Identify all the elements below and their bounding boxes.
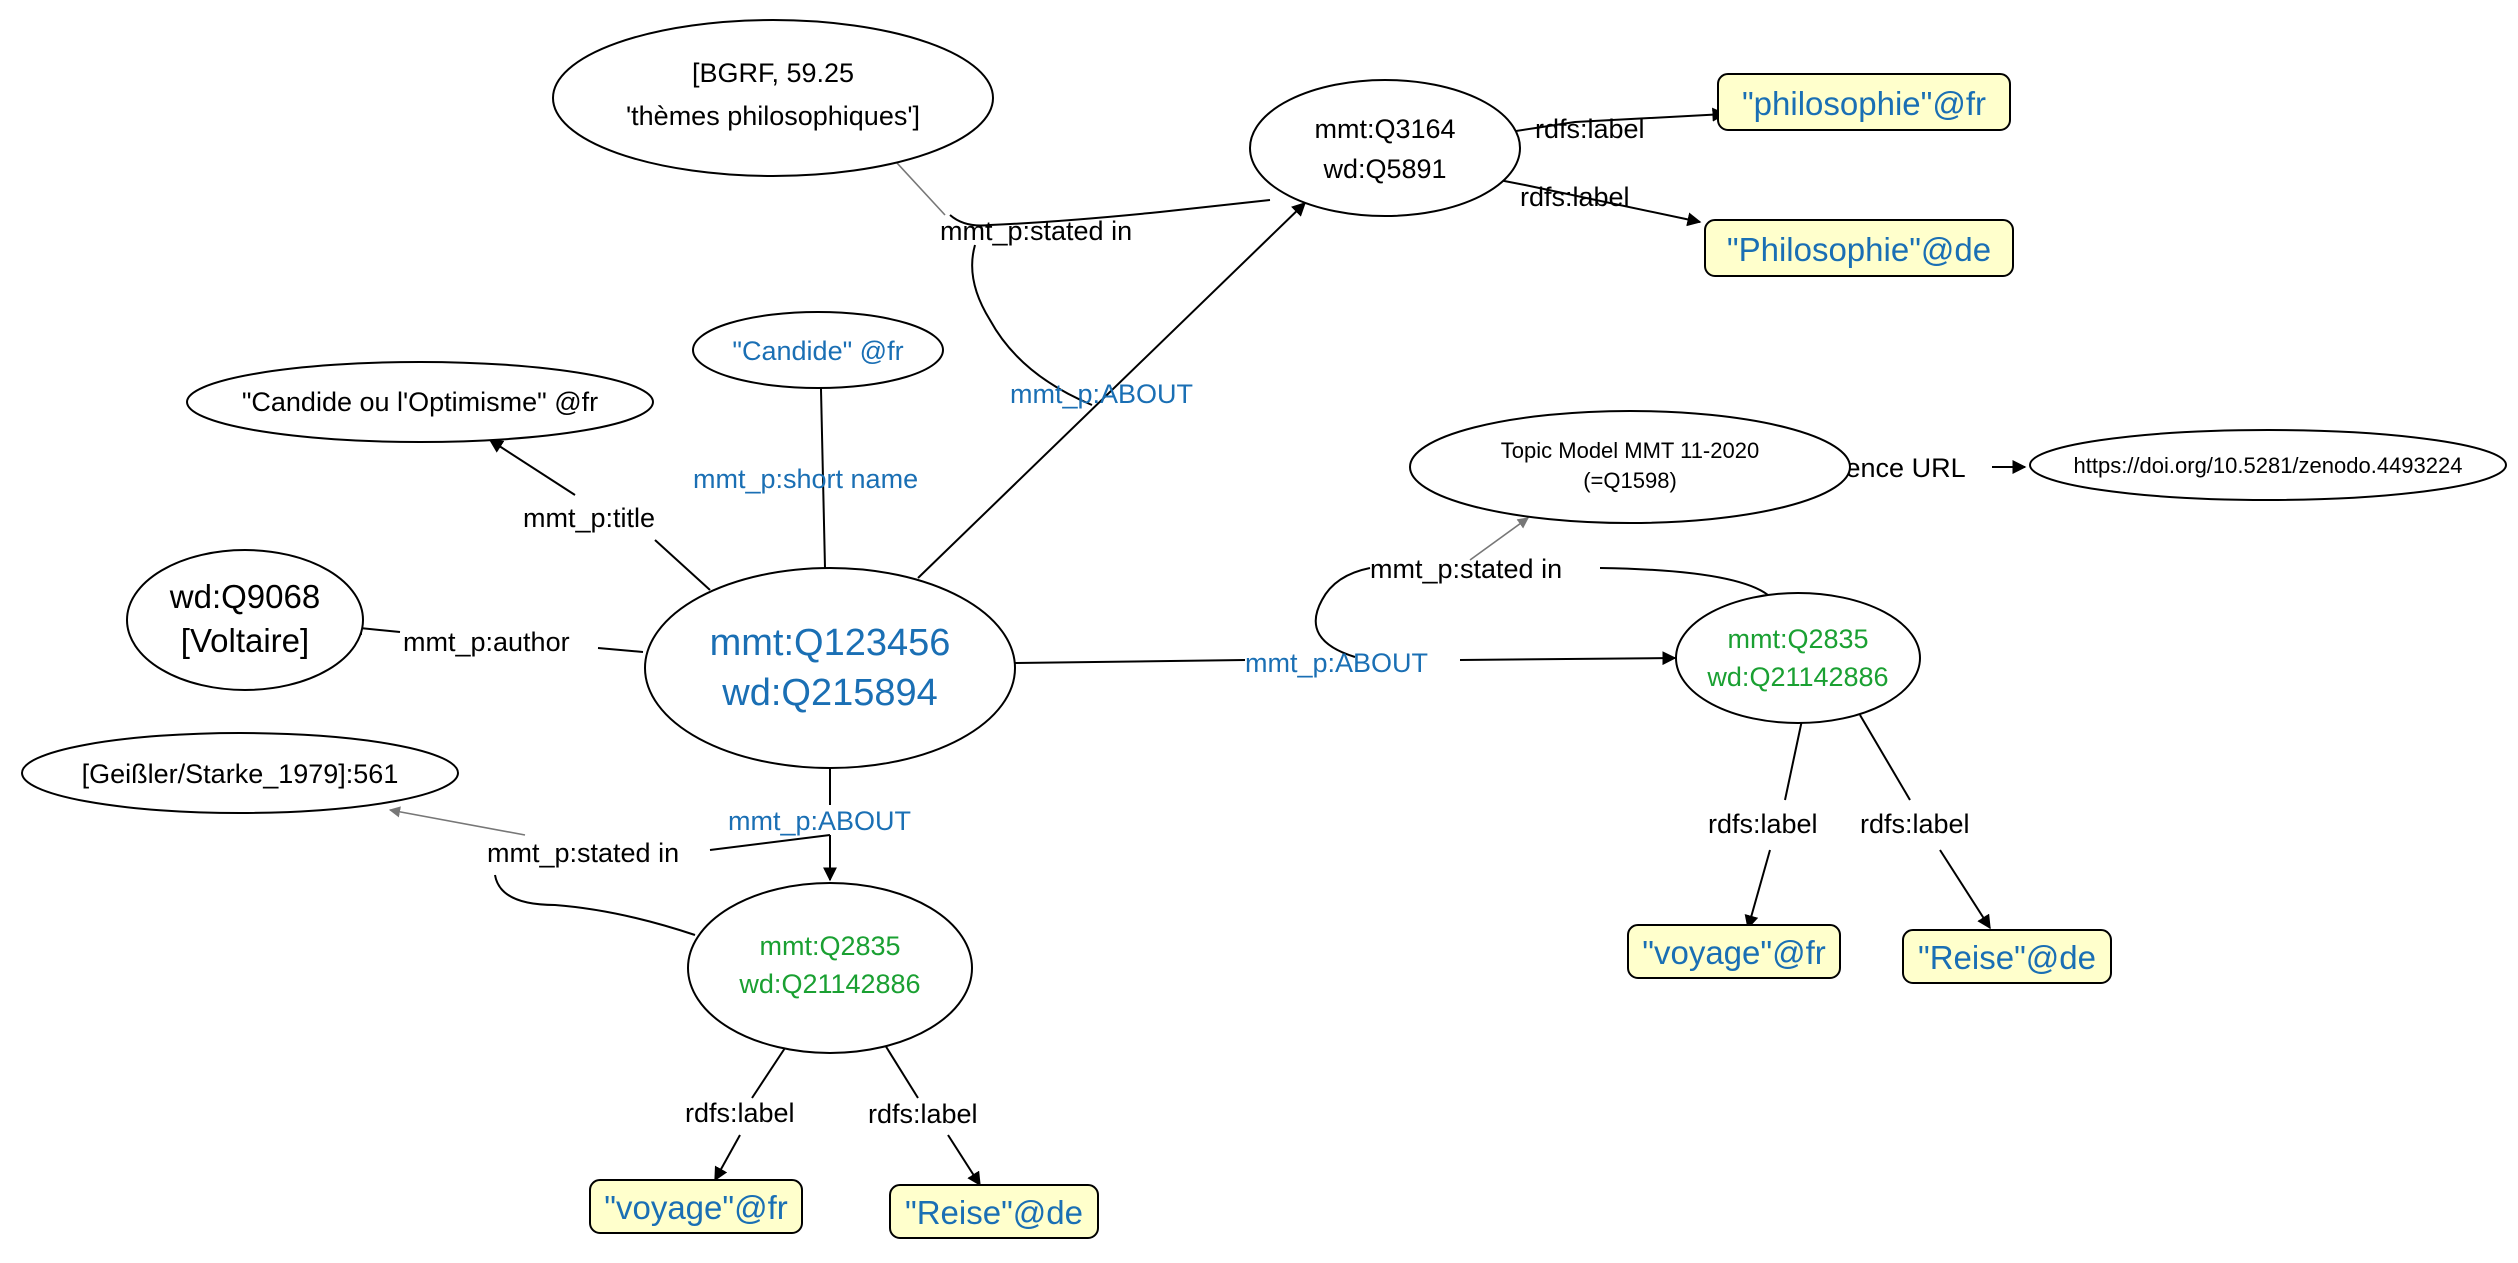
node-philo-de: "Philosophie"@de [1704, 219, 2014, 277]
edge-label-short-name: mmt_p:short name [693, 464, 918, 494]
node-voltaire: wd:Q9068 [Voltaire] [126, 549, 364, 691]
edge-label-about-top: mmt_p:ABOUT [1010, 379, 1193, 409]
node-topic-model: Topic Model MMT 11-2020 (=Q1598) [1409, 410, 1851, 524]
edge-label-rdfs-label-right-de: rdfs:label [1860, 809, 1970, 839]
svg-text:wd:Q5891: wd:Q5891 [1322, 154, 1446, 184]
edge-stated-in-right-loop [1314, 567, 1371, 658]
edge-label-stated-in-right: mmt_p:stated in [1370, 554, 1562, 584]
svg-text:"voyage"@fr: "voyage"@fr [1642, 934, 1826, 971]
node-geissler: [Geißler/Starke_1979]:561 [21, 732, 459, 814]
edges [348, 107, 2027, 1187]
svg-text:[Voltaire]: [Voltaire] [181, 622, 309, 659]
node-candide-title: "Candide ou l'Optimisme" @fr [186, 361, 654, 443]
node-q3164: mmt:Q3164 wd:Q5891 [1249, 79, 1521, 217]
svg-text:[BGRF, 59.25: [BGRF, 59.25 [692, 58, 854, 88]
edge-stated-in-right [1599, 567, 1769, 596]
edge-rdfs-label-bottom-de-2 [947, 1134, 981, 1187]
edge-label-about-bottom: mmt_p:ABOUT [728, 806, 911, 836]
svg-text:"Philosophie"@de: "Philosophie"@de [1727, 231, 1991, 268]
node-voyage-fr-right: "voyage"@fr [1627, 924, 1841, 979]
svg-text:"Reise"@de: "Reise"@de [1918, 939, 2096, 976]
edge-labels: rdfs:label rdfs:label mmt_p:stated in mm… [403, 114, 1970, 1129]
edge-label-rdfs-label-philo-de: rdfs:label [1520, 182, 1630, 212]
edge-label-author: mmt_p:author [403, 627, 570, 657]
node-q2835-right: mmt:Q2835 wd:Q21142886 [1675, 592, 1921, 724]
edge-label-stated-in-bottom: mmt_p:stated in [487, 838, 679, 868]
svg-text:https://doi.org/10.5281/zenodo: https://doi.org/10.5281/zenodo.4493224 [2074, 453, 2463, 478]
edge-stated-in-bottom-to-geissler [388, 806, 526, 836]
edge-rdfs-label-right-fr-2 [1744, 849, 1771, 930]
edge-label-stated-in-top: mmt_p:stated in [940, 216, 1132, 246]
edge-label-rdfs-label-bottom-de: rdfs:label [868, 1099, 978, 1129]
edge-rdfs-label-right-de [1859, 714, 1911, 801]
svg-text:Topic Model MMT 11-2020: Topic Model MMT 11-2020 [1501, 438, 1759, 463]
svg-text:wd:Q215894: wd:Q215894 [721, 672, 938, 714]
edge-stated-in-top [949, 199, 1271, 227]
edge-title [654, 539, 711, 591]
edge-label-rdfs-label-bottom-fr: rdfs:label [685, 1098, 795, 1128]
edge-stated-in-right-to-topic [1469, 517, 1529, 561]
node-main: mmt:Q123456 wd:Q215894 [644, 567, 1016, 769]
svg-text:mmt:Q123456: mmt:Q123456 [710, 622, 951, 664]
svg-text:mmt:Q3164: mmt:Q3164 [1314, 114, 1455, 144]
svg-text:'thèmes philosophiques']: 'thèmes philosophiques'] [626, 101, 920, 131]
svg-text:"Candide" @fr: "Candide" @fr [732, 336, 903, 366]
edge-about-top [917, 202, 1307, 579]
nodes: [BGRF, 59.25 'thèmes philosophiques'] mm… [21, 19, 2507, 1239]
svg-text:"Reise"@de: "Reise"@de [905, 1194, 1083, 1231]
edge-label-rdfs-label-philo-fr: rdfs:label [1535, 114, 1645, 144]
svg-text:wd:Q21142886: wd:Q21142886 [738, 969, 920, 999]
edge-label-title: mmt_p:title [523, 503, 655, 533]
edge-label-about-right: mmt_p:ABOUT [1245, 648, 1428, 678]
svg-text:wd:Q21142886: wd:Q21142886 [1706, 662, 1888, 692]
svg-text:"philosophie"@fr: "philosophie"@fr [1742, 85, 1986, 122]
svg-text:"voyage"@fr: "voyage"@fr [604, 1189, 788, 1226]
edge-rdfs-label-bottom-de [884, 1044, 919, 1099]
edge-title-upper [488, 439, 576, 496]
edge-about-right-2 [1459, 651, 1677, 666]
edge-about-top-loop [971, 244, 1093, 406]
svg-text:mmt:Q2835: mmt:Q2835 [1727, 624, 1868, 654]
node-reise-de-bottom: "Reise"@de [889, 1184, 1099, 1239]
node-voyage-fr-bottom: "voyage"@fr [589, 1179, 803, 1234]
node-bgrf: [BGRF, 59.25 'thèmes philosophiques'] [552, 19, 994, 177]
edge-label-rdfs-label-right-fr: rdfs:label [1708, 809, 1818, 839]
node-philo-fr: "philosophie"@fr [1717, 73, 2011, 131]
edge-rdfs-label-bottom-fr-2 [714, 1134, 741, 1182]
node-q2835-bottom: mmt:Q2835 wd:Q21142886 [687, 882, 973, 1054]
node-reise-de-right: "Reise"@de [1902, 929, 2112, 984]
svg-text:wd:Q9068: wd:Q9068 [169, 578, 320, 615]
svg-text:mmt:Q2835: mmt:Q2835 [759, 931, 900, 961]
edge-rdfs-label-right-fr [1784, 719, 1803, 801]
node-candide-short: "Candide" @fr [692, 311, 944, 389]
svg-text:(=Q1598): (=Q1598) [1583, 468, 1677, 493]
edge-stated-in-bottom-loop [709, 834, 831, 851]
edge-author [597, 647, 644, 653]
node-doi: https://doi.org/10.5281/zenodo.4493224 [2029, 429, 2507, 501]
edge-rdfs-label-bottom-fr [751, 1047, 786, 1099]
svg-text:[Geißler/Starke_1979]:561: [Geißler/Starke_1979]:561 [82, 759, 399, 789]
edge-about-right [1014, 659, 1246, 664]
edge-stated-in-bottom [494, 874, 696, 936]
edge-rdfs-label-right-de-2 [1939, 849, 1991, 930]
svg-text:"Candide ou l'Optimisme" @fr: "Candide ou l'Optimisme" @fr [242, 387, 598, 417]
